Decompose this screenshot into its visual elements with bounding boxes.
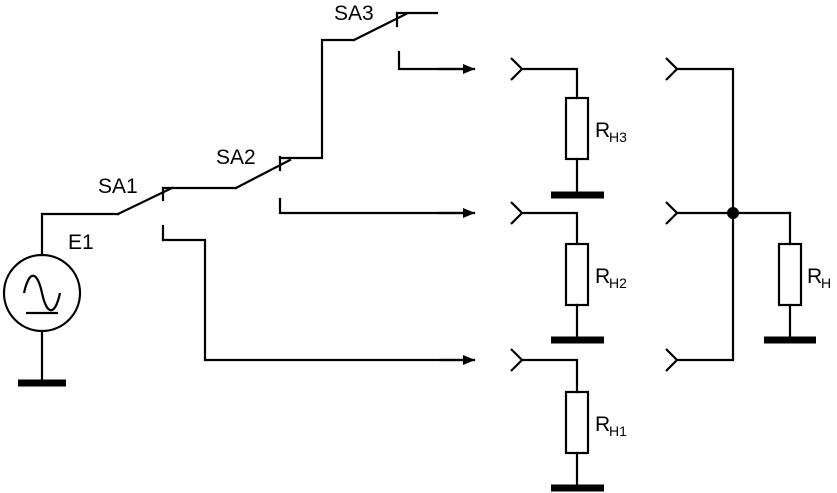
label-rh3-main: R <box>595 119 610 142</box>
label-sa2: SA2 <box>216 146 256 169</box>
label-rh1-sub: H1 <box>609 423 627 439</box>
plug-socket-icon <box>510 348 524 372</box>
resistor-rh <box>777 242 803 307</box>
resistor-rh3 <box>564 96 590 161</box>
switch-sa1 <box>116 186 464 362</box>
sine-wave-icon <box>22 274 62 312</box>
switch-sa3 <box>352 11 464 71</box>
label-rh3-sub: H3 <box>609 129 627 145</box>
label-sa1: SA1 <box>98 175 138 198</box>
resistor-rh1 <box>564 390 590 455</box>
load-rh1 <box>510 348 604 492</box>
plug-socket-icon <box>665 57 679 81</box>
load-rh3 <box>510 57 604 199</box>
label-rh2-main: R <box>595 265 610 288</box>
label-rh1-main: R <box>595 413 610 436</box>
junction-node <box>727 207 739 219</box>
switch-sa2 <box>234 38 464 215</box>
plug-socket-icon <box>665 201 679 225</box>
resistor-rh2 <box>564 242 590 307</box>
label-rh2-sub: H2 <box>609 275 627 291</box>
ac-source-e1 <box>2 253 82 333</box>
label-rh-sub: H <box>821 275 831 291</box>
load-rh2 <box>510 201 604 344</box>
plug-socket-icon <box>510 201 524 225</box>
label-e1: E1 <box>68 231 94 254</box>
label-sa3: SA3 <box>334 2 374 25</box>
load-rh <box>665 57 816 372</box>
plug-socket-icon <box>510 57 524 81</box>
label-rh-main: R <box>807 265 822 288</box>
plug-socket-icon <box>665 348 679 372</box>
